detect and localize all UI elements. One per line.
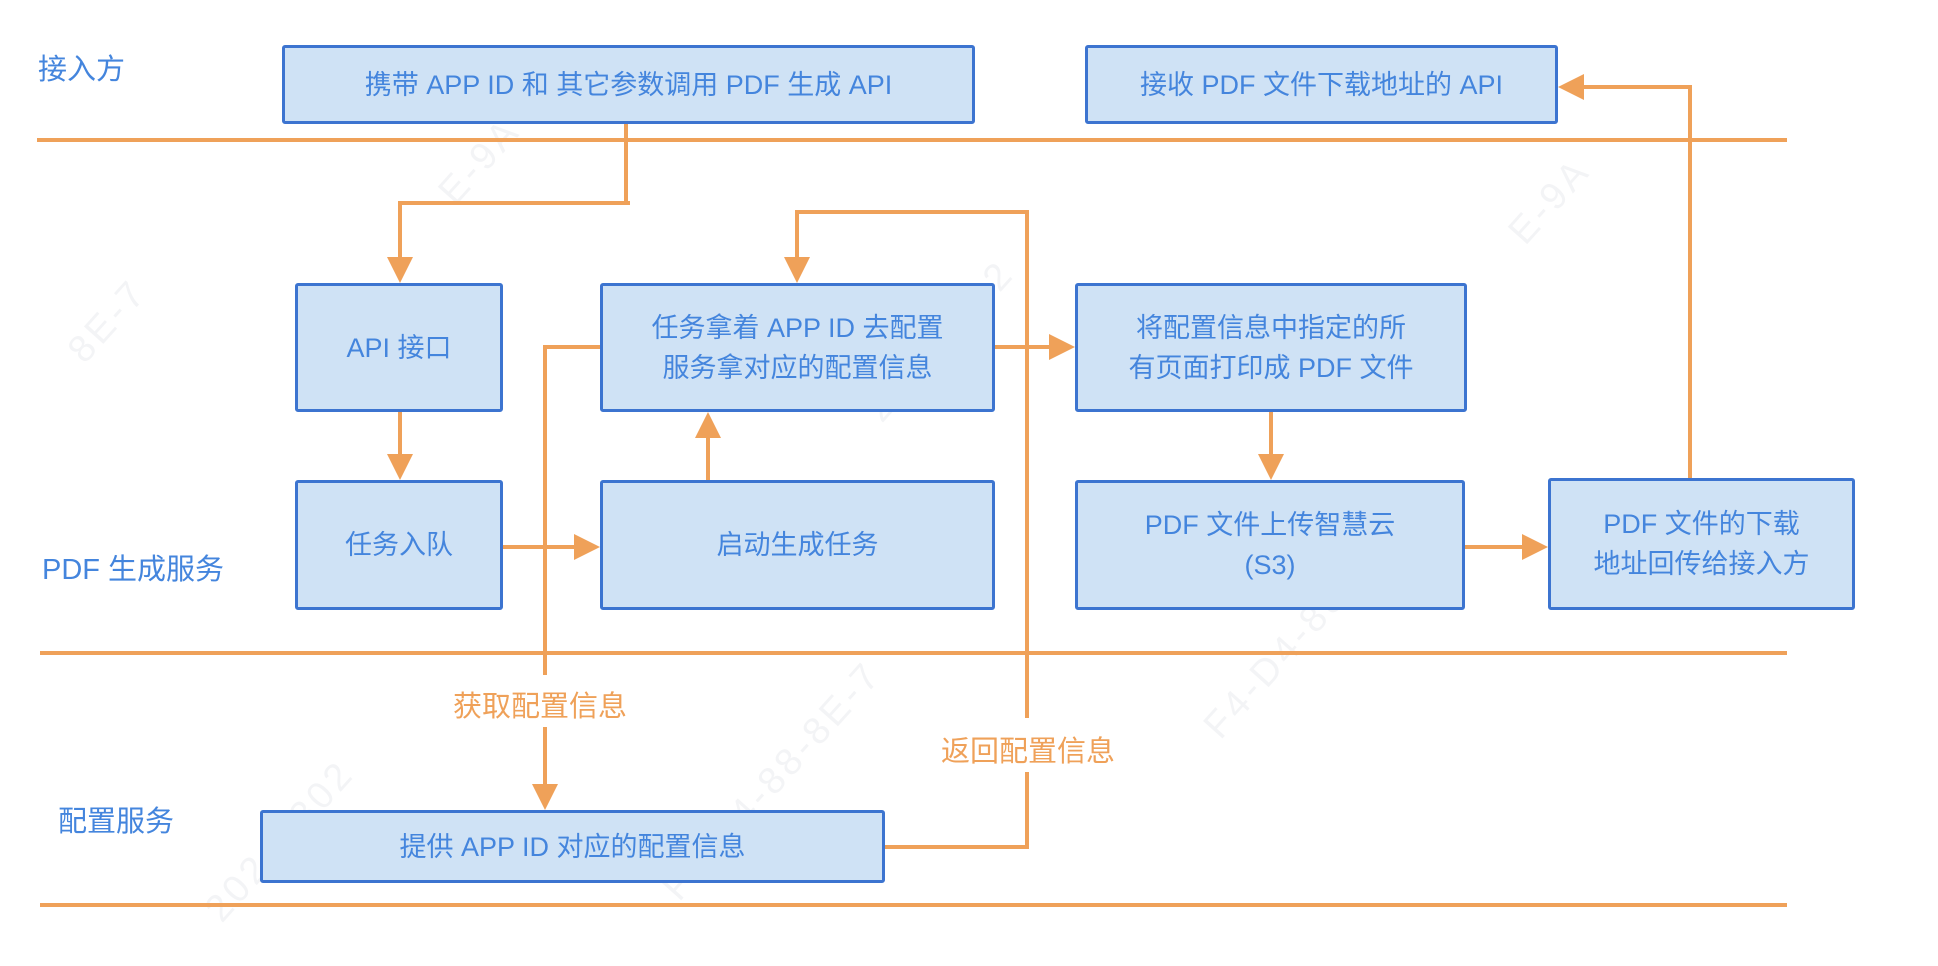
node-task-fetch-config: 任务拿着 APP ID 去配置 服务拿对应的配置信息 [600, 283, 995, 412]
arrowhead-down-icon [387, 257, 413, 283]
edge-return-to-receive-segment [1688, 85, 1692, 478]
edge-api-to-enqueue-segment [398, 412, 402, 456]
edge-call-to-api-segment [624, 124, 628, 203]
watermark-text: 8E-7 [59, 271, 156, 371]
edge-start-to-task-segment [706, 436, 710, 480]
edge-return-config-segment [797, 210, 1029, 214]
node-upload-s3: PDF 文件上传智慧云 (S3) [1075, 480, 1465, 610]
watermark-text: E-9A [430, 109, 530, 213]
lane-divider [40, 903, 1787, 907]
lane-label-client: 接入方 [38, 54, 126, 86]
arrowhead-right-icon [574, 534, 600, 560]
arrowhead-right-icon [1049, 334, 1075, 360]
lane-label-pdf-service: PDF 生成服务 [42, 554, 225, 586]
node-return-download-url: PDF 文件的下载 地址回传给接入方 [1548, 478, 1855, 610]
edge-return-config-segment [885, 845, 1029, 849]
arrowhead-down-icon [1258, 454, 1284, 480]
edge-label-return-config: 返回配置信息 [918, 726, 1138, 772]
lane-label-config-service: 配置服务 [58, 806, 175, 838]
arrowhead-right-icon [1522, 534, 1548, 560]
node-task-enqueue: 任务入队 [295, 480, 503, 610]
edge-upload-to-return-segment [1465, 545, 1524, 549]
node-provide-config: 提供 APP ID 对应的配置信息 [260, 810, 885, 883]
edge-call-to-api-segment [398, 205, 402, 257]
arrowhead-down-icon [784, 257, 810, 283]
arrowhead-down-icon [532, 784, 558, 810]
edge-task-to-print-segment [995, 345, 1051, 349]
edge-return-to-receive-segment [1584, 85, 1690, 89]
node-print-pages-pdf: 将配置信息中指定的所 有页面打印成 PDF 文件 [1075, 283, 1467, 412]
node-receive-url-api: 接收 PDF 文件下载地址的 API [1085, 45, 1558, 124]
edge-get-config-segment [543, 345, 547, 675]
edge-label-get-config: 获取配置信息 [430, 681, 650, 727]
arrowhead-left-icon [1558, 74, 1584, 100]
watermark-text: E-9A [1500, 149, 1600, 253]
edge-call-to-api-segment [398, 201, 630, 205]
edge-print-to-upload-segment [1269, 412, 1273, 456]
node-call-pdf-api: 携带 APP ID 和 其它参数调用 PDF 生成 API [282, 45, 975, 124]
edge-get-config-segment [543, 720, 547, 784]
arrowhead-up-icon [695, 412, 721, 438]
node-start-generation: 启动生成任务 [600, 480, 995, 610]
edge-get-config-segment [543, 345, 600, 349]
edge-return-config-segment [795, 210, 799, 257]
lane-divider [37, 138, 1787, 142]
edge-enqueue-to-start-segment [503, 545, 576, 549]
node-api-interface: API 接口 [295, 283, 503, 412]
lane-divider [40, 651, 1787, 655]
edge-return-config-segment [1025, 772, 1029, 847]
edge-return-config-segment [1025, 210, 1029, 718]
arrowhead-down-icon [387, 454, 413, 480]
